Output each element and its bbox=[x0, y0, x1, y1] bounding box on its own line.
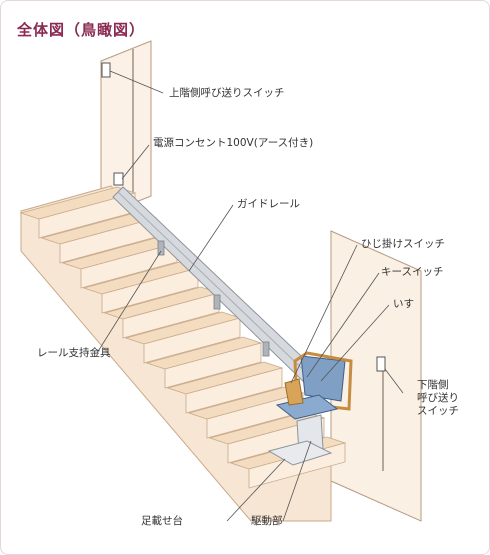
diagram-title: 全体図（鳥瞰図） bbox=[17, 21, 146, 39]
armrest bbox=[284, 378, 304, 406]
label-chair: いす bbox=[393, 298, 414, 310]
label-drive-unit: 駆動部 bbox=[251, 515, 283, 527]
label-rail-bracket: レール支持金具 bbox=[37, 347, 111, 359]
label-lower-call-switch: 下階側 呼び送り スイッチ bbox=[417, 379, 459, 418]
power-outlet-plate bbox=[113, 172, 124, 186]
rail-bracket-3 bbox=[262, 341, 270, 357]
stair-riser bbox=[122, 292, 220, 339]
stair-riser bbox=[185, 367, 283, 414]
rail-bracket-1 bbox=[157, 240, 165, 256]
label-footrest: 足載せ台 bbox=[141, 515, 183, 527]
chair-seat bbox=[275, 394, 339, 420]
label-lower-call-switch-line2: 呼び送り bbox=[417, 392, 459, 404]
stair-riser bbox=[164, 342, 262, 389]
upper-call-switch bbox=[101, 62, 111, 78]
upper-wall bbox=[100, 40, 152, 217]
lower-call-switch bbox=[376, 356, 386, 372]
stair-riser bbox=[80, 242, 178, 289]
label-key-switch: キースイッチ bbox=[381, 266, 444, 278]
stair-riser bbox=[101, 267, 199, 314]
label-lower-call-switch-line3: スイッチ bbox=[417, 405, 459, 417]
label-lower-call-switch-line1: 下階側 bbox=[417, 379, 449, 391]
stair-riser bbox=[143, 317, 241, 364]
label-upper-call-switch: 上階側呼び送りスイッチ bbox=[169, 87, 285, 99]
label-power-outlet: 電源コンセント100V(アース付き) bbox=[153, 137, 314, 149]
stair-steps bbox=[19, 186, 347, 489]
label-armrest-switch: ひじ掛けスイッチ bbox=[361, 238, 445, 250]
rail-bracket-2 bbox=[213, 294, 221, 310]
label-guide-rail: ガイドレール bbox=[237, 198, 300, 210]
